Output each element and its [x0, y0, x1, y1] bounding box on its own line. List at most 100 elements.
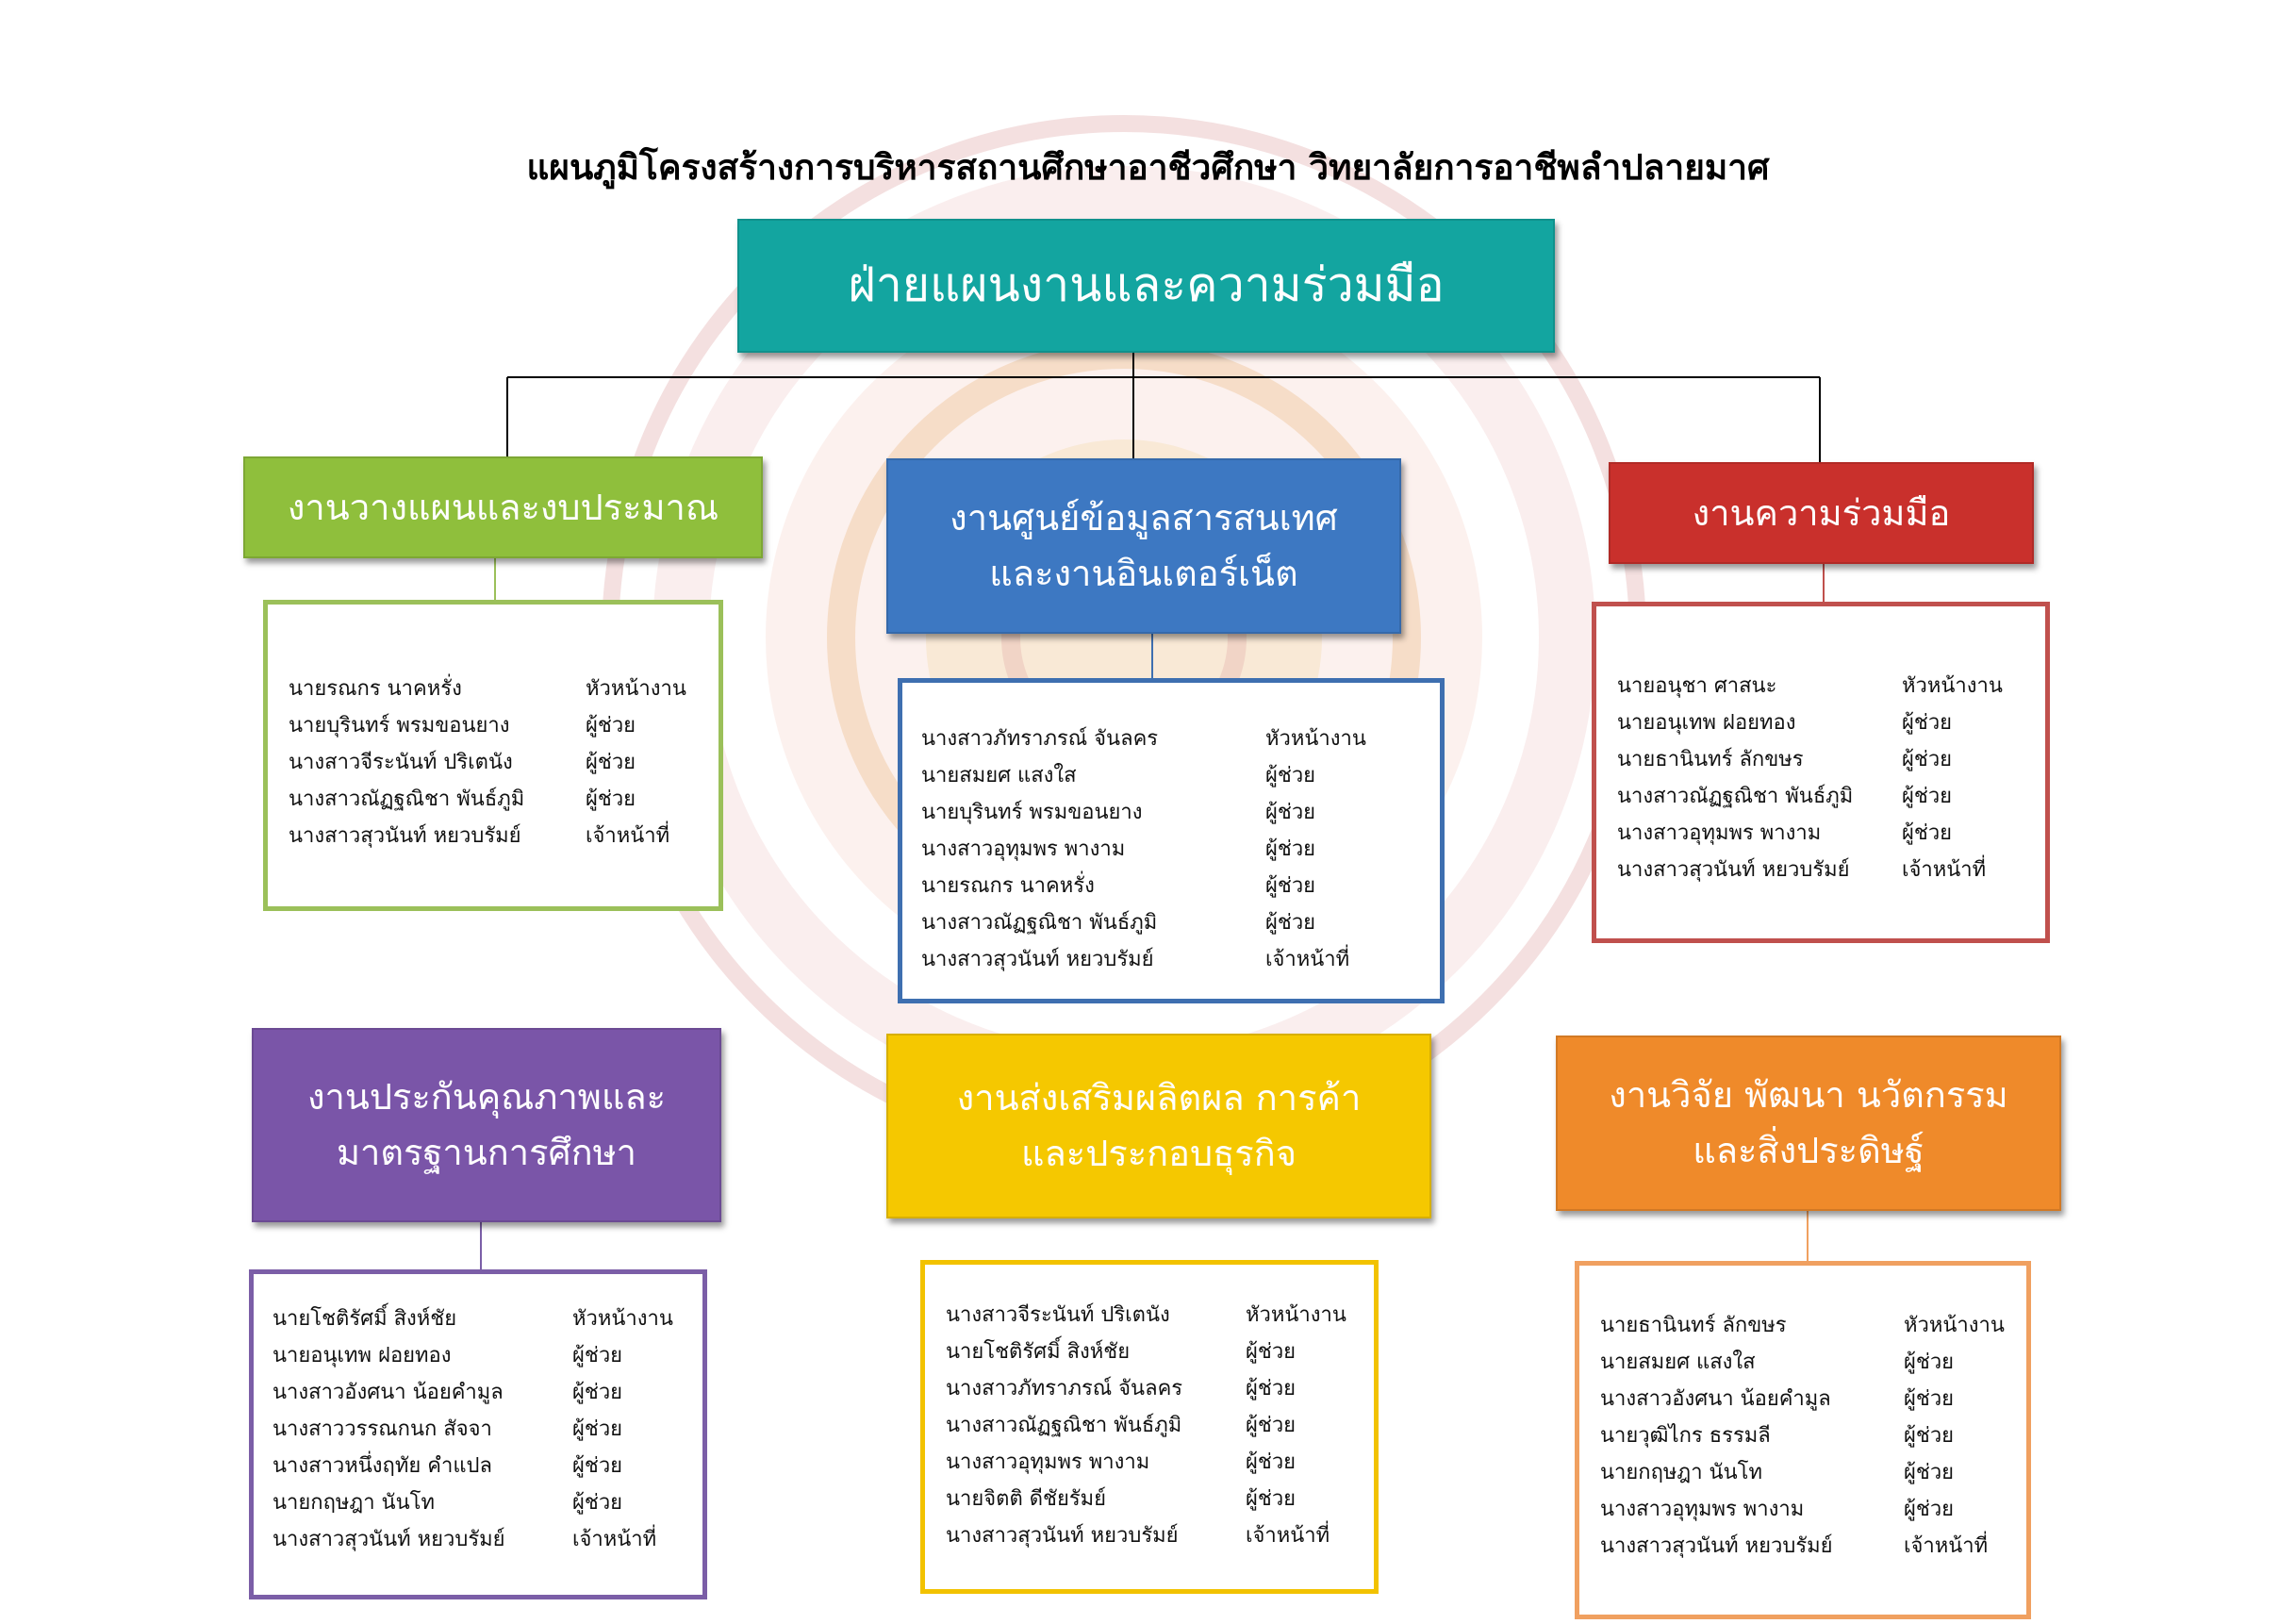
dept-label: งานประกันคุณภาพและ — [306, 1076, 667, 1119]
chart-title: แผนภูมิโครงสร้างการบริหารสถานศึกษาอาชีวศ… — [526, 146, 1770, 188]
member-role: หัวหน้างาน — [1904, 1314, 2005, 1337]
member-row: นางสาวสุวนันท์ หยวบรัมย์ เจ้าหน้าที่ — [1600, 1528, 2026, 1565]
member-name: นางสาวสุวนันท์ หยวบรัมย์ — [1600, 1534, 1833, 1558]
member-role: เจ้าหน้าที่ — [1904, 1534, 1989, 1558]
dept-label: งานวางแผนและงบประมาณ — [287, 486, 719, 528]
member-row: นางสาวอุทุมพร พางามผู้ช่วย — [1600, 1491, 2026, 1528]
member-row: นางสาวณัฏฐณิชา พันธ์ภูมิ ผู้ช่วย — [946, 1407, 1374, 1444]
member-row: นายวุฒิไกร ธรรมลี ผู้ช่วย — [1600, 1417, 2026, 1454]
member-name: นายอนุเทพ ฝอยทอง — [273, 1344, 452, 1367]
member-role: ผู้ช่วย — [572, 1491, 623, 1515]
member-name: นางสาวหนึ่งฤทัย คำแปล — [273, 1454, 492, 1478]
member-name: นางสาวณัฏฐณิชา พันธ์ภูมิ — [1617, 785, 1854, 808]
member-row: นางสาวอังศนา น้อยคำมูลผู้ช่วย — [273, 1374, 702, 1411]
member-row: นายธานินทร์ ลักขษร หัวหน้างาน — [1600, 1307, 2026, 1344]
member-name: นางสาวภัทราภรณ์ จันลคร — [946, 1377, 1183, 1400]
member-role: หัวหน้างาน — [1902, 674, 2003, 698]
member-row: นางสาวสุวนันท์ หยวบรัมย์เจ้าหน้าที่ — [921, 941, 1440, 978]
dept-header-quality: งานประกันคุณภาพและ มาตรฐานการศึกษา — [252, 1028, 721, 1222]
member-role: ผู้ช่วย — [1265, 837, 1316, 861]
member-name: นางสาวอุทุมพร พางาม — [946, 1450, 1150, 1474]
dept-header-research: งานวิจัย พัฒนา นวัตกรรม และสิ่งประดิษฐ์ — [1556, 1036, 2061, 1211]
member-role: ผู้ช่วย — [1904, 1461, 1955, 1484]
member-role: ผู้ช่วย — [1902, 711, 1953, 735]
member-role: ผู้ช่วย — [1265, 801, 1316, 824]
member-name: นายสมยศ แสงใส — [1600, 1351, 1756, 1374]
member-name: นายโชติรัศมิ์ สิงห์ชัย — [946, 1340, 1131, 1364]
member-role: ผู้ช่วย — [586, 714, 636, 737]
member-role: ผู้ช่วย — [1904, 1387, 1955, 1411]
member-role: ผู้ช่วย — [1904, 1351, 1955, 1374]
member-row: นายโชติรัศมิ์ สิงห์ชัย ผู้ช่วย — [946, 1334, 1374, 1370]
member-name: นางสาวอุทุมพร พางาม — [921, 837, 1126, 861]
member-row: นายอนุเทพ ฝอยทองผู้ช่วย — [1617, 704, 2045, 741]
member-name: นายจิตติ ดีชัยรัมย์ — [946, 1487, 1107, 1511]
member-name: นางสาวณัฏฐณิชา พันธ์ภูมิ — [289, 787, 525, 811]
member-row: นางสาวสุวนันท์ หยวบรัมย์ เจ้าหน้าที่ — [289, 818, 719, 854]
member-role: เจ้าหน้าที่ — [586, 824, 670, 848]
member-name: นางสาวภัทราภรณ์ จันลคร — [921, 727, 1159, 751]
members-box-info: นางสาวภัทราภรณ์ จันลครหัวหน้างานนายสมยศ … — [898, 678, 1445, 1003]
member-role: เจ้าหน้าที่ — [1265, 948, 1350, 971]
dept-label: งานความร่วมมือ — [1692, 491, 1951, 534]
member-name: นางสาวสุวนันท์ หยวบรัมย์ — [289, 824, 521, 848]
member-role: ผู้ช่วย — [1902, 785, 1953, 808]
member-row: นายธานินทร์ ลักขษร ผู้ช่วย — [1617, 741, 2045, 778]
member-role: เจ้าหน้าที่ — [1246, 1524, 1330, 1548]
members-box-cooperation: นายอนุชา ศาสนะหัวหน้างานนายอนุเทพ ฝอยทอง… — [1592, 602, 2050, 943]
member-name: นางสาวอุทุมพร พางาม — [1617, 821, 1822, 845]
member-role: ผู้ช่วย — [1904, 1424, 1955, 1448]
member-name: นางสาวสุวนันท์ หยวบรัมย์ — [946, 1524, 1179, 1548]
member-row: นายโชติรัศมิ์ สิงห์ชัยหัวหน้างาน — [273, 1301, 702, 1337]
member-row: นางสาวสุวนันท์ หยวบรัมย์ เจ้าหน้าที่ — [273, 1521, 702, 1558]
dept-header-commerce: งานส่งเสริมผลิตผล การค้า และประกอบธุรกิจ — [886, 1034, 1431, 1218]
member-role: เจ้าหน้าที่ — [1902, 858, 1987, 882]
member-role: ผู้ช่วย — [1902, 748, 1953, 771]
member-name: นางสาวณัฏฐณิชา พันธ์ภูมิ — [921, 911, 1158, 935]
member-name: นายวุฒิไกร ธรรมลี — [1600, 1424, 1771, 1448]
member-name: นายธานินทร์ ลักขษร — [1600, 1314, 1787, 1337]
member-row: นางสาววรรณกนก สัจจาผู้ช่วย — [273, 1411, 702, 1448]
member-name: นายบุรินทร์ พรมขอนยาง — [289, 714, 510, 737]
member-name: นายบุรินทร์ พรมขอนยาง — [921, 801, 1143, 824]
member-row: นางสาวอุทุมพร พางามผู้ช่วย — [1617, 815, 2045, 852]
member-row: นายสมยศ แสงใสผู้ช่วย — [921, 757, 1440, 794]
member-row: นางสาวอุทุมพร พางามผู้ช่วย — [946, 1444, 1374, 1481]
dept-header-info: งานศูนย์ข้อมูลสารสนเทศ และงานอินเตอร์เน็… — [886, 458, 1401, 634]
member-row: นายบุรินทร์ พรมขอนยาง ผู้ช่วย — [289, 707, 719, 744]
member-name: นายธานินทร์ ลักขษร — [1617, 748, 1804, 771]
member-name: นางสาวสุวนันท์ หยวบรัมย์ — [273, 1528, 505, 1551]
member-name: นางสาวอังศนา น้อยคำมูล — [1600, 1387, 1831, 1411]
member-role: ผู้ช่วย — [1246, 1377, 1297, 1400]
member-role: หัวหน้างาน — [572, 1307, 673, 1331]
member-row: นายอนุชา ศาสนะหัวหน้างาน — [1617, 668, 2045, 704]
member-role: ผู้ช่วย — [1904, 1498, 1955, 1521]
member-row: นายจิตติ ดีชัยรัมย์ผู้ช่วย — [946, 1481, 1374, 1517]
member-name: นายรณกร นาคหรั่ง — [921, 874, 1095, 898]
member-role: ผู้ช่วย — [1265, 911, 1316, 935]
member-row: นางสาวณัฏฐณิชา พันธ์ภูมิ ผู้ช่วย — [1617, 778, 2045, 815]
members-box-planning: นายรณกร นาคหรั่งหัวหน้างานนายบุรินทร์ พร… — [263, 600, 723, 911]
member-row: นางสาวอังศนา น้อยคำมูล ผู้ช่วย — [1600, 1381, 2026, 1417]
dept-label: และสิ่งประดิษฐ์ — [1693, 1130, 1924, 1171]
member-row: นายอนุเทพ ฝอยทอง ผู้ช่วย — [273, 1337, 702, 1374]
member-name: นางสาวณัฏฐณิชา พันธ์ภูมิ — [946, 1414, 1182, 1437]
member-role: ผู้ช่วย — [572, 1381, 623, 1404]
member-role: ผู้ช่วย — [1246, 1340, 1297, 1364]
members-box-quality: นายโชติรัศมิ์ สิงห์ชัยหัวหน้างานนายอนุเท… — [249, 1269, 707, 1599]
member-row: นางสาวณัฏฐณิชา พันธ์ภูมิผู้ช่วย — [289, 781, 719, 818]
member-row: นางสาวสุวนันท์ หยวบรัมย์เจ้าหน้าที่ — [1617, 852, 2045, 888]
member-role: ผู้ช่วย — [1246, 1414, 1297, 1437]
member-name: นายกฤษฎา นันโท — [1600, 1461, 1762, 1484]
member-row: นายสมยศ แสงใส ผู้ช่วย — [1600, 1344, 2026, 1381]
member-name: นางสาวจีระนันท์ ปริเตนัง — [289, 751, 513, 774]
member-role: ผู้ช่วย — [1265, 764, 1316, 787]
member-row: นางสาวจีระนันท์ ปริเตนังผู้ช่วย — [289, 744, 719, 781]
dept-label: และงานอินเตอร์เน็ต — [989, 553, 1298, 594]
member-name: นายรณกร นาคหรั่ง — [289, 677, 462, 701]
member-role: ผู้ช่วย — [572, 1454, 623, 1478]
member-role: เจ้าหน้าที่ — [572, 1528, 657, 1551]
member-name: นางสาววรรณกนก สัจจา — [273, 1417, 492, 1441]
member-role: ผู้ช่วย — [572, 1344, 623, 1367]
root-department-label: ฝ่ายแผนงานและความร่วมมือ — [848, 257, 1445, 313]
